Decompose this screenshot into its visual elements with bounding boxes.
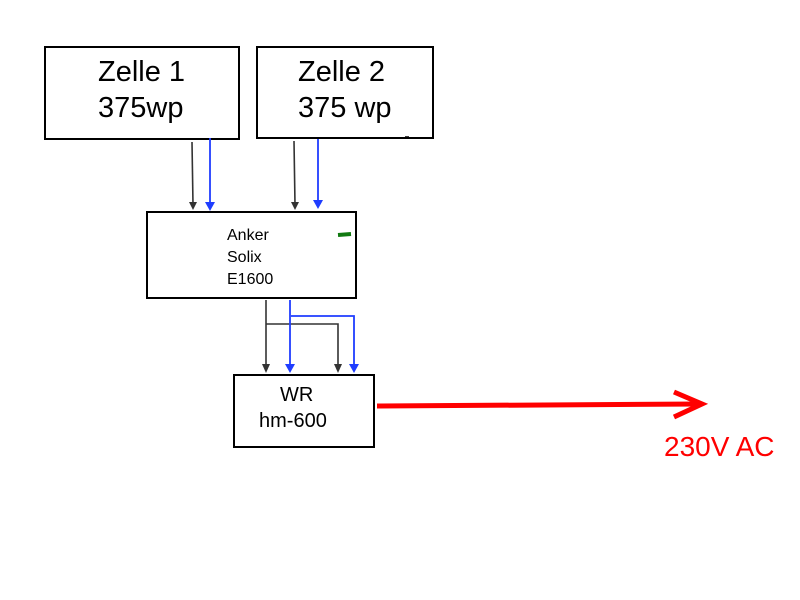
arrowhead-blue bbox=[313, 200, 323, 209]
battery-model-line: Solix bbox=[227, 249, 262, 266]
solar-panel-2-name: Zelle 2 bbox=[298, 56, 386, 88]
solar-panel-1-power: 375wp bbox=[98, 92, 184, 124]
status-indicator-icon bbox=[337, 232, 352, 237]
inverter-model: hm-600 bbox=[259, 410, 327, 432]
wire-battery-negative-2 bbox=[266, 323, 339, 366]
arrowhead-black bbox=[262, 364, 270, 373]
ac-output-label: 230V AC bbox=[664, 431, 775, 462]
inverter-box: WR hm-600 bbox=[233, 374, 375, 448]
solar-panel-2-box: Zelle 2 375 wp bbox=[256, 46, 434, 139]
arrowhead-blue bbox=[285, 364, 295, 373]
wire-battery-positive-2 bbox=[291, 315, 355, 366]
battery-model-number: E1600 bbox=[227, 271, 274, 288]
arrowhead-blue bbox=[205, 202, 215, 211]
wire-panel2-negative bbox=[293, 140, 296, 206]
wire-panel1-negative bbox=[191, 141, 194, 206]
wire-ac-output bbox=[376, 401, 701, 409]
solar-panel-2-power: 375 wp bbox=[298, 92, 392, 124]
inverter-name: WR bbox=[280, 384, 314, 406]
arrowhead-black bbox=[189, 202, 197, 210]
battery-box: Anker Solix E1600 bbox=[146, 211, 357, 299]
solar-panel-1-box: Zelle 1 375wp bbox=[44, 46, 240, 140]
arrowhead-blue bbox=[349, 364, 359, 373]
battery-brand: Anker bbox=[227, 227, 269, 244]
arrowhead-black bbox=[334, 364, 342, 373]
arrowhead-red bbox=[672, 389, 709, 420]
arrowhead-black bbox=[291, 202, 299, 210]
solar-panel-1-name: Zelle 1 bbox=[98, 56, 186, 88]
